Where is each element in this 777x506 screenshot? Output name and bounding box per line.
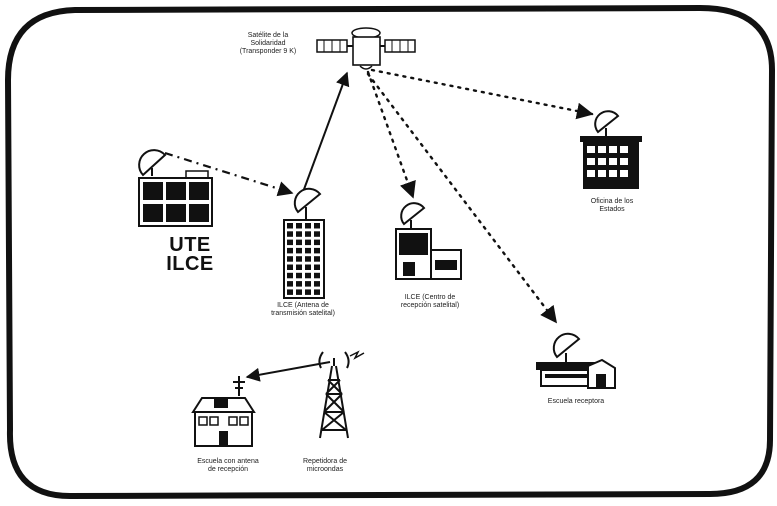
window-mark bbox=[305, 256, 311, 262]
window-mark bbox=[314, 239, 320, 246]
state-office-label: Oficina de los Estados bbox=[590, 198, 634, 213]
window-mark bbox=[296, 272, 302, 279]
uplink-tower-label: ILCE (Antena de transmisión satelital) bbox=[271, 302, 335, 317]
satellite-icon bbox=[316, 27, 416, 70]
window-mark bbox=[296, 231, 302, 237]
window-mark bbox=[305, 247, 311, 254]
school-building-icon bbox=[191, 376, 256, 447]
link-satellite-to-state-office bbox=[370, 68, 594, 120]
window-mark bbox=[296, 247, 302, 254]
window-mark bbox=[287, 231, 293, 237]
window-mark bbox=[287, 247, 293, 254]
window-mark bbox=[314, 272, 320, 279]
window-mark bbox=[314, 281, 320, 287]
link-satellite-to-production bbox=[366, 70, 416, 199]
window-mark bbox=[305, 223, 311, 229]
window-mark bbox=[296, 281, 302, 287]
production-center-label: ILCE (Centro de recepción satelital) bbox=[400, 294, 460, 309]
window-mark bbox=[296, 264, 302, 270]
satellite-label: Satélite de la Solidaridad (Transponder … bbox=[239, 32, 297, 55]
window-mark bbox=[314, 231, 320, 237]
link-relay-to-school bbox=[245, 361, 331, 382]
window-mark bbox=[305, 272, 311, 279]
window-mark bbox=[314, 247, 320, 254]
ute-ilce-label: UTE ILCE bbox=[166, 234, 214, 275]
relay-tower-label: Repetidora de microondas bbox=[303, 458, 347, 473]
receiving-school-icon bbox=[536, 332, 616, 389]
window-mark bbox=[287, 239, 293, 246]
uplink-tower-icon bbox=[283, 187, 325, 299]
window-mark bbox=[314, 264, 320, 270]
window-mark bbox=[296, 289, 302, 295]
window-mark bbox=[287, 272, 293, 279]
window-mark bbox=[305, 239, 311, 246]
window-mark bbox=[305, 231, 311, 237]
link-ute-to-uplink bbox=[164, 151, 294, 197]
window-mark bbox=[296, 256, 302, 262]
window-mark bbox=[287, 281, 293, 287]
window-mark bbox=[287, 256, 293, 262]
receiving-school-label: Escuela receptora bbox=[547, 398, 605, 405]
window-mark bbox=[287, 223, 293, 229]
link-satellite-to-receiving-school bbox=[366, 72, 558, 324]
school-label: Escuela con antena de recepción bbox=[197, 458, 259, 473]
link-uplink-to-satellite bbox=[302, 71, 350, 193]
window-mark bbox=[305, 281, 311, 287]
transmission-tower-icon bbox=[318, 350, 365, 439]
window-mark bbox=[296, 223, 302, 229]
window-mark bbox=[314, 223, 320, 229]
window-mark bbox=[287, 289, 293, 295]
ute-ilce-building-icon bbox=[138, 149, 213, 227]
window-mark bbox=[305, 264, 311, 270]
window-mark bbox=[314, 256, 320, 262]
window-mark bbox=[305, 289, 311, 295]
diagram-frame bbox=[4, 4, 776, 500]
window-mark bbox=[287, 264, 293, 270]
state-office-icon bbox=[580, 110, 642, 189]
production-center-icon bbox=[395, 202, 462, 280]
window-mark bbox=[296, 239, 302, 246]
window-mark bbox=[314, 289, 320, 295]
